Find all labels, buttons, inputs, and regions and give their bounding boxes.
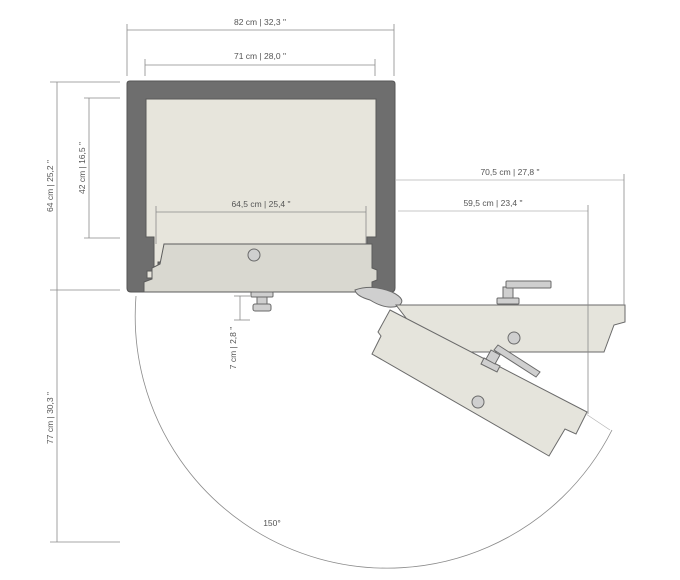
closed-door-handle-knob	[252, 303, 272, 312]
inner-depth-dimension: 42 cm | 16,5 "	[77, 97, 120, 239]
open-door-90-lock-icon	[507, 331, 521, 345]
swing-arc: 150°	[134, 295, 613, 569]
open-door-150-lock-icon	[471, 395, 485, 409]
open-reach-90-label: 70,5 cm | 27,8 "	[480, 167, 539, 177]
open-reach-150-label: 59,5 cm | 23,4 "	[463, 198, 522, 208]
open-door-90-handle-base	[496, 297, 520, 305]
outer-depth-label: 64 cm | 25,2 "	[45, 160, 55, 212]
open-door-90-handle-shaft	[502, 286, 514, 299]
swing-depth-label: 77 cm | 30,3 "	[45, 392, 55, 444]
inner-width-label: 71 cm | 28,0 "	[234, 51, 286, 61]
door-inner-width-dimension: 64,5 cm | 25,4 "	[155, 199, 367, 244]
closed-door-handle-plate	[250, 291, 274, 298]
closed-door-lock-icon	[247, 248, 261, 262]
open-door-90	[394, 280, 626, 353]
open-150-extension-line	[585, 413, 611, 431]
safe-body	[126, 80, 396, 293]
open-reach-150-dimension: 59,5 cm | 23,4 "	[398, 198, 589, 414]
swing-depth-dimension: 77 cm | 30,3 "	[45, 290, 120, 543]
open-door-90-handle-bar	[505, 280, 552, 289]
inner-width-dimension: 71 cm | 28,0 "	[144, 51, 376, 76]
handle-projection-dimension: 7 cm | 2,8 "	[228, 295, 250, 370]
closed-door	[143, 243, 378, 312]
open-reach-90-dimension: 70,5 cm | 27,8 "	[396, 167, 625, 305]
open-door-150-handle-bar	[493, 344, 541, 378]
opening-angle-label: 150°	[263, 518, 281, 528]
open-door-150-handle-shaft	[485, 349, 501, 365]
outer-width-label: 82 cm | 32,3 "	[234, 17, 286, 27]
closed-door-handle-shaft	[256, 296, 268, 305]
open-door-150	[371, 309, 588, 457]
inner-depth-label: 42 cm | 16,5 "	[77, 142, 87, 194]
outer-width-dimension: 82 cm | 32,3 "	[126, 17, 395, 76]
door-inner-width-label: 64,5 cm | 25,4 "	[231, 199, 290, 209]
outer-depth-dimension: 64 cm | 25,2 "	[45, 81, 120, 291]
handle-projection-label: 7 cm | 2,8 "	[228, 327, 238, 370]
